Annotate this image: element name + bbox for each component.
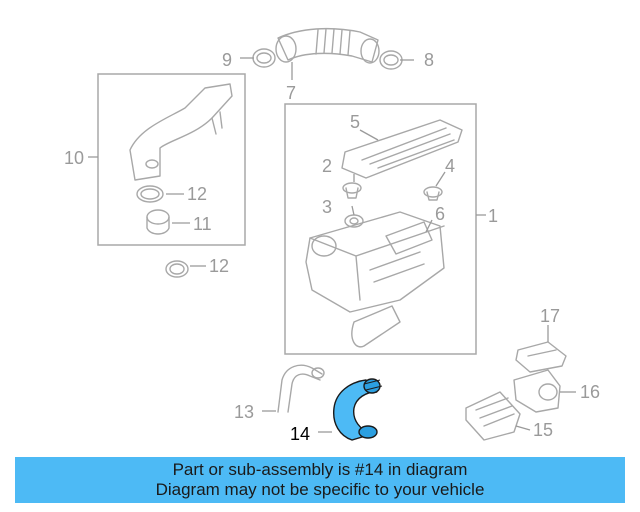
callout-12-lower: 12 (209, 256, 229, 276)
callout-6: 6 (435, 204, 445, 224)
callout-8: 8 (424, 50, 434, 70)
part-14-intake-duct-highlighted[interactable] (333, 378, 383, 441)
part-2-grommet[interactable] (342, 182, 362, 199)
part-15-duct[interactable] (465, 391, 521, 441)
callout-1: 1 (488, 206, 498, 226)
callout-7: 7 (286, 83, 296, 103)
part-6-air-cleaner-housing[interactable] (305, 211, 445, 348)
callout-13: 13 (234, 402, 254, 422)
part-10-intake-tube[interactable] (129, 83, 233, 181)
callout-17: 17 (540, 306, 560, 326)
part-12-clamp-upper[interactable] (136, 185, 164, 203)
part-5-filter-element[interactable] (341, 119, 463, 179)
callout-9: 9 (222, 50, 232, 70)
part-7-intake-hose[interactable] (275, 27, 380, 64)
callout-14: 14 (290, 424, 310, 444)
callout-15: 15 (533, 420, 553, 440)
callout-11: 11 (193, 214, 212, 234)
callout-3: 3 (322, 197, 332, 217)
part-8-clamp[interactable] (379, 50, 403, 70)
info-banner: Part or sub-assembly is #14 in diagram D… (15, 457, 625, 503)
callout-10: 10 (64, 148, 84, 168)
callout-2: 2 (322, 156, 332, 176)
part-13-hose[interactable] (277, 364, 325, 413)
part-4-grommet[interactable] (423, 186, 443, 201)
callout-4: 4 (445, 156, 455, 176)
callout-5: 5 (350, 112, 360, 132)
part-16-resonator[interactable] (513, 369, 561, 413)
callout-12-upper: 12 (187, 184, 207, 204)
banner-line-2: Diagram may not be specific to your vehi… (155, 480, 485, 499)
part-9-clamp[interactable] (252, 48, 276, 68)
leader-lines (88, 57, 576, 433)
part-12-clamp-lower[interactable] (165, 260, 189, 278)
part-17-bracket[interactable] (515, 341, 567, 373)
part-11-coupler[interactable] (146, 209, 170, 235)
air-cleaner-box (284, 103, 477, 355)
callout-16: 16 (580, 382, 600, 402)
left-subassembly-box (97, 73, 246, 246)
banner-line-1: Part or sub-assembly is #14 in diagram (172, 460, 468, 479)
parts-diagram: 1 2 3 4 5 6 7 8 9 10 11 12 12 13 14 15 1… (64, 27, 600, 444)
